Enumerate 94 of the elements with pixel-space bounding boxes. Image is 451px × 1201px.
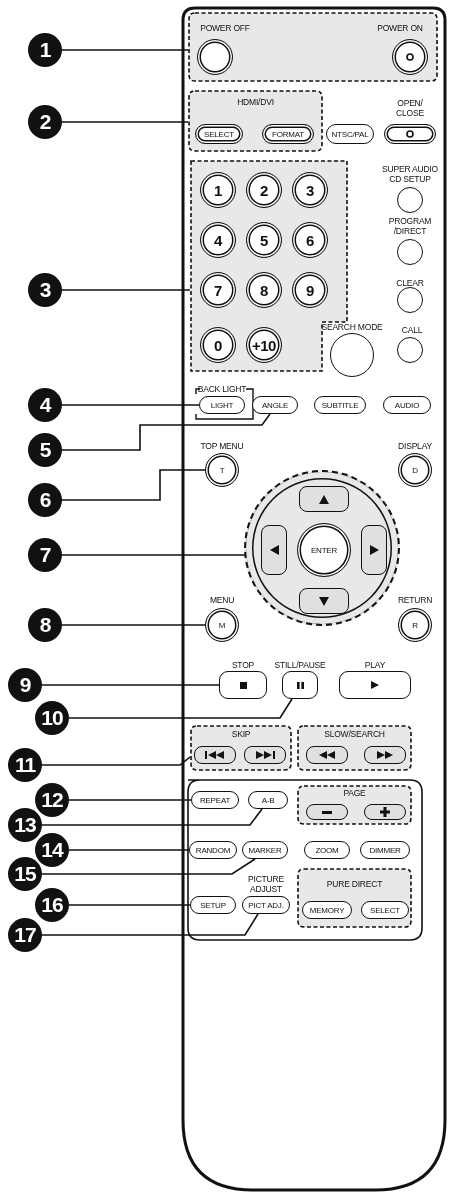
dashed-group-panel — [297, 725, 412, 771]
button-label: TOP MENU — [199, 441, 245, 451]
callout-number: 9 — [8, 668, 42, 702]
pill-button: LIGHT — [199, 396, 245, 414]
callout-number: 7 — [28, 538, 62, 572]
pill-button: SETUP — [190, 896, 236, 914]
callout-number: 1 — [28, 33, 62, 67]
group-label: HDMI/DVI — [236, 97, 275, 107]
leader-line — [61, 49, 189, 51]
leader-line — [61, 469, 206, 501]
arrow-key — [299, 588, 349, 614]
group-label: SLOW/SEARCH — [323, 729, 386, 739]
arrow-key — [261, 525, 287, 575]
round-button: ENTER — [297, 523, 351, 577]
leader-line — [41, 913, 259, 936]
button-label: CLEAR — [395, 278, 425, 288]
arrow-key — [244, 746, 286, 764]
arrow-key — [364, 804, 406, 820]
button-label: POWER OFF — [199, 23, 251, 33]
leader-line — [61, 413, 271, 451]
round-button: M — [205, 608, 239, 642]
pill-button: FORMAT — [262, 124, 314, 144]
button-label: MENU — [208, 595, 236, 605]
dashed-group-panel — [188, 90, 323, 152]
callout-number: 13 — [8, 808, 42, 842]
dashed-group-panel — [297, 868, 412, 928]
dashed-group-panel — [190, 725, 292, 771]
group-label: SKIP — [230, 729, 252, 739]
arrow-key — [364, 746, 406, 764]
button-label: STOP — [230, 660, 256, 670]
callout-number: 12 — [35, 783, 69, 817]
pill-button: SELECT — [361, 901, 409, 919]
button-label: OPEN/ CLOSE — [395, 98, 425, 118]
leader-line — [41, 756, 191, 766]
leader-line — [61, 121, 189, 123]
leader-line — [41, 684, 220, 686]
callout-number: 14 — [35, 833, 69, 867]
pill-button: MEMORY — [302, 901, 352, 919]
button-label: SUPER AUDIO CD SETUP — [381, 164, 439, 184]
arrow-key — [194, 746, 236, 764]
button-label: RETURN — [396, 595, 434, 605]
dashed-group-panel — [297, 785, 412, 825]
button-label: DISPLAY — [397, 441, 433, 451]
pill-button: NTSC/PAL — [326, 124, 374, 144]
leader-line — [68, 698, 293, 719]
button-label: SEARCH MODE — [320, 322, 384, 332]
pill-button: ZOOM — [304, 841, 350, 859]
callout-number: 10 — [35, 701, 69, 735]
pill-button: PICT ADJ. — [242, 896, 290, 914]
round-button: R — [398, 608, 432, 642]
button-label: PROGRAM /DIRECT — [387, 216, 433, 236]
group-label: PAGE — [342, 788, 367, 798]
pill-button: SELECT — [195, 124, 243, 144]
pill-button: ANGLE — [252, 396, 298, 414]
button-label: STILL/PAUSE — [273, 660, 327, 670]
pill-button: MARKER — [242, 841, 288, 859]
callout-number: 2 — [28, 105, 62, 139]
pill-button: RANDOM — [189, 841, 237, 859]
button-label: PICTURE ADJUST — [247, 874, 285, 894]
button-label: PLAY — [363, 660, 387, 670]
callout-number: 15 — [8, 857, 42, 891]
callout-number: 17 — [8, 918, 42, 952]
arrow-key — [361, 525, 387, 575]
leader-line — [68, 904, 191, 906]
arrow-key — [299, 486, 349, 512]
callout-number: 6 — [28, 483, 62, 517]
pill-button: REPEAT — [191, 791, 239, 809]
button-label: POWER ON — [376, 23, 424, 33]
callout-number: 5 — [28, 433, 62, 467]
leader-line — [61, 289, 191, 291]
dashed-group-panel — [188, 12, 438, 82]
pill-button: AUDIO — [383, 396, 431, 414]
arrow-key — [306, 746, 348, 764]
callout-number: 11 — [8, 748, 42, 782]
button-label: BACK LIGHT — [197, 384, 247, 394]
callout-number: 16 — [35, 888, 69, 922]
button-label: CALL — [400, 325, 424, 335]
callout-number: 3 — [28, 273, 62, 307]
arrow-key — [306, 804, 348, 820]
callout-number: 8 — [28, 608, 62, 642]
leader-line — [68, 849, 190, 851]
round-button: D — [398, 453, 432, 487]
leader-line — [61, 624, 206, 626]
leader-line — [41, 858, 256, 875]
pill-button: SUBTITLE — [314, 396, 366, 414]
callout-number: 4 — [28, 388, 62, 422]
leader-line — [41, 808, 263, 826]
group-label: PURE DIRECT — [325, 879, 384, 889]
pill-button: DIMMER — [360, 841, 410, 859]
leader-line — [68, 799, 192, 801]
leader-line — [61, 554, 246, 556]
round-button: T — [205, 453, 239, 487]
pill-button: A-B — [248, 791, 288, 809]
leader-line — [61, 404, 200, 406]
